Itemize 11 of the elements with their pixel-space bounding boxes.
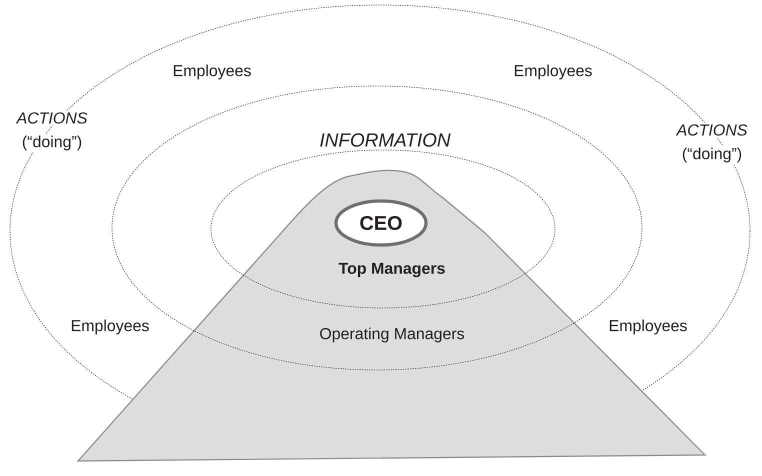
ring-label: ACTIONS xyxy=(14,110,90,126)
ring-label: INFORMATION xyxy=(317,131,453,149)
ring-label: Employees xyxy=(170,62,254,82)
ring-label: (“doing”) xyxy=(680,146,744,164)
ring-label: Employees xyxy=(512,62,594,82)
level-label: Operating Managers xyxy=(320,328,464,342)
ring-label: ACTIONS xyxy=(674,122,750,138)
ring-label: Employees xyxy=(68,318,152,336)
level-label: Top Managers xyxy=(338,262,445,278)
ring-label: Employees xyxy=(606,318,690,336)
ring-label: (“doing”) xyxy=(20,134,84,152)
